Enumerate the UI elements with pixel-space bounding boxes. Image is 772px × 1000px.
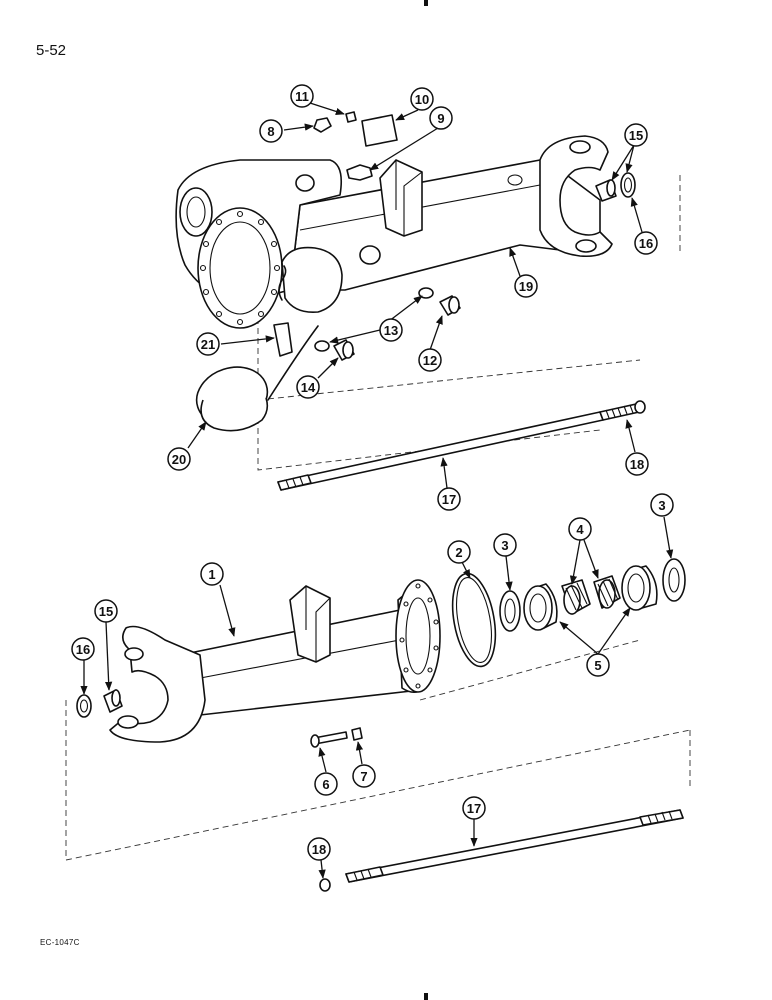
bearing-cup-5-left [523, 583, 558, 631]
cover-20 [195, 366, 269, 432]
callout-6: 6 [314, 772, 338, 796]
svg-text:3: 3 [501, 538, 508, 553]
page-number: 5-52 [36, 42, 67, 59]
svg-text:11: 11 [295, 89, 309, 104]
callout-8: 8 [259, 119, 283, 143]
callout-15-lower: 15 [94, 599, 118, 623]
callout-3-right: 3 [650, 493, 674, 517]
callout-10: 10 [410, 87, 434, 111]
callout-4: 4 [568, 517, 592, 541]
washer-16-upper [620, 172, 636, 198]
callout-9: 9 [429, 106, 453, 130]
breather-11 [345, 111, 357, 123]
svg-text:8: 8 [267, 124, 274, 139]
svg-text:16: 16 [639, 236, 653, 251]
callout-19: 19 [514, 274, 538, 298]
svg-text:5: 5 [594, 658, 601, 673]
axle-shaft-upper [277, 400, 646, 491]
svg-text:14: 14 [301, 380, 316, 395]
svg-text:12: 12 [423, 353, 437, 368]
bearing-cone-4-right [593, 575, 621, 609]
figure-code: EC-1047C [40, 938, 80, 947]
axle-housing-upper [175, 135, 613, 329]
svg-text:15: 15 [99, 604, 113, 619]
svg-text:17: 17 [442, 492, 456, 507]
plug-14 [333, 339, 355, 361]
svg-text:13: 13 [384, 323, 398, 338]
lower-flange-bolt-holes [399, 583, 439, 689]
callout-12: 12 [418, 348, 442, 372]
bolt-6 [310, 731, 348, 748]
callout-16-upper: 16 [634, 231, 658, 255]
o-ring-2 [451, 572, 497, 668]
svg-text:4: 4 [576, 522, 584, 537]
axle-housing-lower [109, 579, 441, 743]
callout-15-upper: 15 [624, 123, 648, 147]
callout-20: 20 [167, 447, 191, 471]
callout-7: 7 [352, 764, 376, 788]
callout-17-lower: 17 [462, 796, 486, 820]
svg-text:3: 3 [658, 498, 665, 513]
svg-text:7: 7 [360, 769, 367, 784]
plate-10 [361, 114, 398, 147]
o-ring-13 [314, 287, 434, 352]
svg-text:15: 15 [629, 128, 643, 143]
svg-text:17: 17 [467, 801, 481, 816]
svg-text:16: 16 [76, 642, 90, 657]
callout-17-upper: 17 [437, 487, 461, 511]
callout-5: 5 [586, 653, 610, 677]
bearing-cup-5-right [621, 565, 658, 611]
svg-text:6: 6 [322, 777, 329, 792]
callout-1: 1 [200, 562, 224, 586]
callout-14: 14 [296, 375, 320, 399]
svg-text:1: 1 [208, 567, 215, 582]
svg-text:9: 9 [437, 111, 444, 126]
svg-text:18: 18 [630, 457, 644, 472]
svg-text:2: 2 [455, 545, 462, 560]
callout-18-lower: 18 [307, 837, 331, 861]
bushing-15-upper [595, 179, 617, 202]
svg-text:21: 21 [201, 337, 215, 352]
callout-3-left: 3 [493, 533, 517, 557]
callout-13: 13 [379, 318, 403, 342]
svg-text:19: 19 [519, 279, 533, 294]
axle-shaft-lower [319, 809, 684, 892]
svg-text:18: 18 [312, 842, 326, 857]
fitting-9 [346, 164, 373, 181]
plug-12 [439, 295, 461, 316]
callout-18-upper: 18 [625, 452, 649, 476]
dipstick-21 [267, 265, 319, 401]
bearing-cone-4-left [561, 579, 591, 615]
callout-2: 2 [447, 540, 471, 564]
callout-16-lower: 16 [71, 637, 95, 661]
svg-text:20: 20 [172, 452, 186, 467]
washer-16-lower [76, 694, 92, 718]
shim-3-left [499, 590, 521, 632]
leader-lines [80, 102, 674, 879]
callout-21: 21 [196, 332, 220, 356]
svg-text:10: 10 [415, 92, 429, 107]
shim-3-right [662, 558, 686, 602]
callout-11: 11 [290, 84, 314, 108]
bushing-15-lower [103, 689, 123, 713]
nut-7 [351, 727, 363, 741]
plug-8 [313, 117, 332, 133]
lower-dashed-plane [65, 639, 691, 861]
flange-bolt-holes [199, 210, 281, 326]
